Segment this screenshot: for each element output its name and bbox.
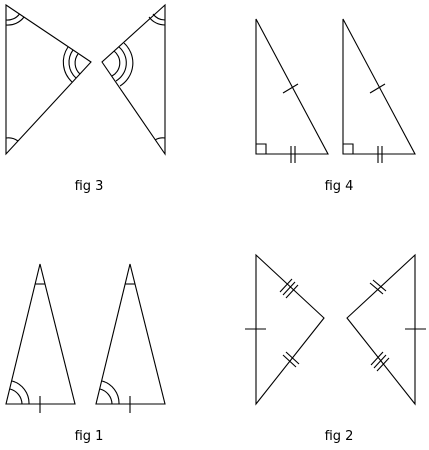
fig1-label: fig 1 <box>75 429 104 444</box>
fig3-right-bottom-angle-arc <box>154 137 166 141</box>
fig4-triangle-left <box>255 18 329 155</box>
fig3-left-top-angle-arc-2 <box>5 16 25 26</box>
fig1-group: fig 1 <box>5 263 166 444</box>
fig4-label: fig 4 <box>325 179 354 194</box>
fig1-left-base-angle-arc-1 <box>9 388 23 405</box>
fig3-right-top-angle-arc-2 <box>148 16 166 26</box>
fig2-group: fig 2 <box>245 253 426 444</box>
fig2-left-upper-tick-1 <box>279 278 293 293</box>
fig2-left-lower-tick-1 <box>282 354 297 368</box>
fig1-left-base-angle-arc-2 <box>11 380 30 405</box>
fig2-triangle-left <box>255 253 325 406</box>
fig3-right-apex-arc-3 <box>119 42 134 87</box>
fig2-right-lower-tick-3 <box>376 357 390 372</box>
fig3-left-bottom-angle-arc <box>5 137 19 142</box>
fig3-right-apex-arc-1 <box>111 50 121 77</box>
fig2-label: fig 2 <box>325 429 354 444</box>
fig3-triangle-left <box>5 3 92 156</box>
fig4-right-right-angle-mark <box>343 143 354 154</box>
fig4-left-hypotenuse-tick <box>282 83 299 94</box>
fig2-left-upper-tick-2 <box>282 281 296 296</box>
fig3-left-apex-arc-2 <box>68 49 77 79</box>
fig2-left-upper-tick-3 <box>285 284 299 299</box>
fig4-right-hypotenuse-tick <box>369 83 386 94</box>
fig2-right-upper-tick-2 <box>372 279 387 292</box>
fig2-triangle-right <box>346 253 416 406</box>
fig2-right-lower-tick-2 <box>373 354 387 369</box>
fig2-right-lower-tick-1 <box>370 351 384 366</box>
fig3-left-apex-arc-3 <box>62 46 73 83</box>
fig1-right-base-angle-arc-2 <box>101 380 120 405</box>
fig3-right-top-angle-arc <box>152 13 166 21</box>
fig3-left-apex-arc-1 <box>74 53 81 75</box>
fig4-left-right-angle-mark <box>256 143 267 154</box>
fig3-label: fig 3 <box>75 179 104 194</box>
fig3-left-top-angle-arc <box>5 13 20 21</box>
fig4-triangle-right <box>342 18 416 155</box>
fig3-group: fig 3 <box>5 3 166 194</box>
fig3-right-apex-arc-2 <box>115 46 127 82</box>
fig2-left-lower-tick-2 <box>285 351 300 365</box>
fig1-right-base-angle-arc-1 <box>99 388 113 405</box>
fig4-group: fig 4 <box>255 18 416 194</box>
fig3-triangle-right <box>101 3 166 156</box>
fig2-right-upper-tick-1 <box>369 282 384 295</box>
